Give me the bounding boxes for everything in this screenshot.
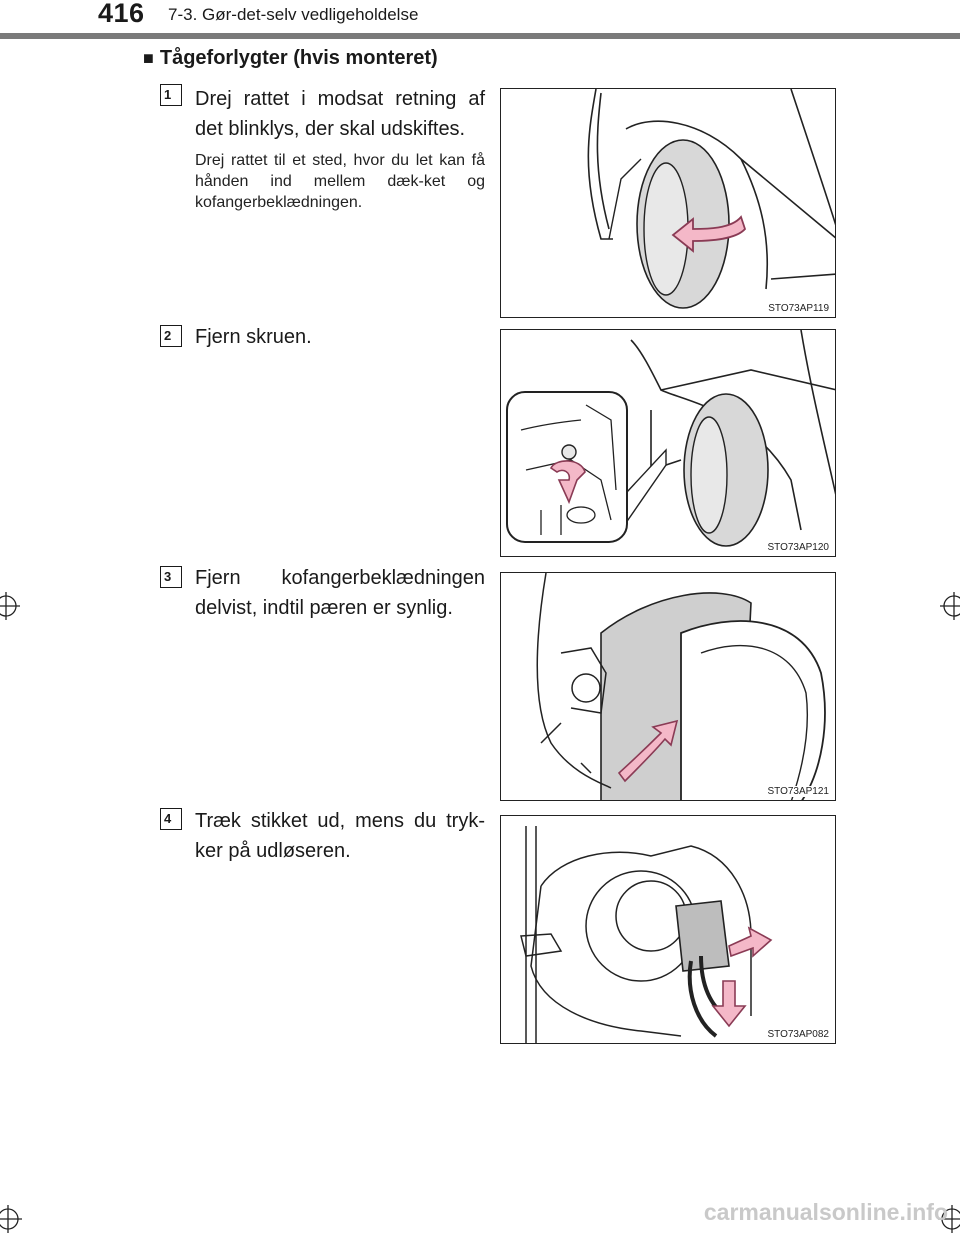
step-number-3: 3 xyxy=(160,566,182,588)
header-rule xyxy=(0,33,960,39)
figure-step-4: STO73AP082 xyxy=(500,815,836,1044)
step-text-2: Fjern skruen. xyxy=(195,326,312,348)
wheel-turn-illustration xyxy=(587,89,835,309)
registration-mark-bottom-left-icon xyxy=(0,1205,22,1233)
figure-code-4: STO73AP082 xyxy=(765,1029,831,1040)
figure-step-2: STO73AP120 xyxy=(500,329,836,557)
chapter-title: 7-3. Gør-det-selv vedligeholdelse xyxy=(168,5,419,24)
step-number-4: 4 xyxy=(160,808,182,830)
step-note-1: Drej rattet til et sted, hvor du let kan… xyxy=(195,152,485,211)
registration-mark-bottom-right-icon xyxy=(938,1205,960,1233)
bumper-cover-illustration xyxy=(536,573,826,800)
press-arrow-icon xyxy=(728,926,773,958)
figure-code-1: STO73AP119 xyxy=(766,303,831,314)
section-heading: ■Tågeforlygter (hvis monteret) xyxy=(143,47,438,70)
screw-removal-illustration xyxy=(506,330,835,547)
figure-step-1: STO73AP119 xyxy=(500,88,836,318)
figure-step-3: STO73AP121 xyxy=(500,572,836,801)
step-text-4: Træk stikket ud, mens du tryk-ker på udl… xyxy=(195,810,485,862)
turn-arrow-icon xyxy=(671,215,747,253)
pull-down-arrow-icon xyxy=(711,980,747,1028)
page-number: 416 xyxy=(98,0,145,28)
section-title: Tågeforlygter (hvis monteret) xyxy=(159,47,438,69)
connector-removal-illustration xyxy=(520,826,773,1043)
registration-mark-right-icon xyxy=(940,592,960,620)
figure-code-2: STO73AP120 xyxy=(765,542,831,553)
pull-arrow-icon xyxy=(617,719,679,783)
step-number-2: 2 xyxy=(160,325,182,347)
registration-mark-left-icon xyxy=(0,592,20,620)
step-number-1: 1 xyxy=(160,84,182,106)
step-text-1: Drej rattet i modsat retning af det blin… xyxy=(195,88,485,140)
section-bullet-icon: ■ xyxy=(143,48,154,68)
footer-watermark: carmanualsonline.info xyxy=(703,1199,948,1225)
screw-arrow-icon xyxy=(549,460,586,505)
figure-code-3: STO73AP121 xyxy=(765,786,831,797)
step-text-3: Fjern kofangerbeklædningen delvist, indt… xyxy=(195,567,485,619)
